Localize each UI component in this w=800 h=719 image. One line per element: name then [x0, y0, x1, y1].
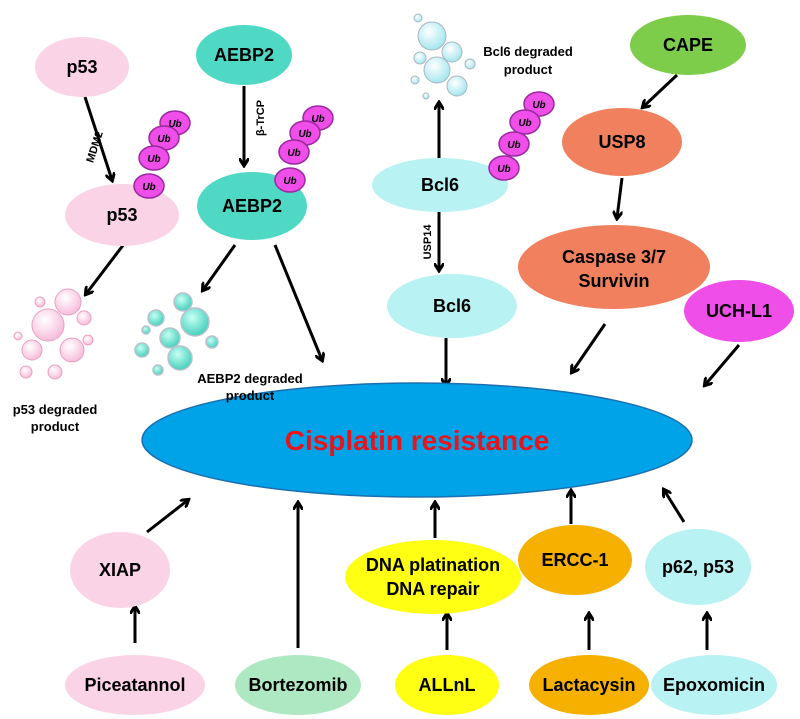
svg-text:Bortezomib: Bortezomib [249, 675, 348, 695]
ubiquitin-chain-bcl6: Ub Ub Ub Ub [488, 91, 555, 181]
svg-text:AEBP2: AEBP2 [214, 45, 274, 65]
svg-text:DNA repair: DNA repair [386, 579, 479, 599]
svg-text:Caspase 3/7: Caspase 3/7 [562, 247, 666, 267]
bcl6-degraded-bubbles [410, 13, 476, 100]
arrow-p53-to-p53 [83, 96, 112, 180]
node-p53-mid: p53 [65, 184, 179, 246]
svg-text:Ub: Ub [311, 114, 324, 125]
svg-text:Ub: Ub [497, 164, 510, 175]
node-usp8: USP8 [562, 108, 682, 176]
node-caspase-survivin: Caspase 3/7 Survivin [518, 225, 710, 309]
usp14-label: USP14 [422, 224, 434, 260]
svg-text:XIAP: XIAP [99, 560, 141, 580]
svg-text:CAPE: CAPE [663, 35, 713, 55]
node-uch-l1: UCH-L1 [684, 280, 794, 342]
arrows [83, 73, 741, 650]
svg-text:Bcl6 degraded: Bcl6 degraded [483, 44, 573, 59]
aebp2-degraded-bubbles [134, 292, 219, 376]
svg-text:Epoxomicin: Epoxomicin [663, 675, 765, 695]
svg-text:ALLnL: ALLnL [419, 675, 476, 695]
svg-text:product: product [226, 388, 275, 403]
svg-text:AEBP2 degraded: AEBP2 degraded [197, 371, 303, 386]
svg-text:AEBP2: AEBP2 [222, 196, 282, 216]
svg-text:p53: p53 [66, 57, 97, 77]
node-allnl: ALLnL [395, 655, 499, 715]
arrow-cape-to-usp8 [643, 73, 679, 107]
svg-text:Ub: Ub [507, 140, 520, 151]
node-bcl6-mid: Bcl6 [387, 274, 517, 338]
svg-text:product: product [504, 62, 553, 77]
node-p62-p53: p62, p53 [645, 529, 751, 605]
arrow-p62-to-cisplatin [664, 490, 686, 523]
node-xiap: XIAP [70, 532, 170, 608]
svg-text:p53: p53 [106, 205, 137, 225]
node-lactacysin: Lactacysin [529, 655, 649, 715]
svg-text:p62, p53: p62, p53 [662, 557, 734, 577]
svg-text:DNA platination: DNA platination [366, 555, 500, 575]
node-dna-platination-repair: DNA platination DNA repair [345, 540, 521, 614]
node-bortezomib: Bortezomib [235, 655, 361, 715]
node-bcl6-top: Bcl6 [372, 158, 508, 212]
arrow-xiap-to-cisplatin [146, 500, 188, 534]
p53-degraded-label: p53 degraded product [13, 402, 98, 434]
node-epoxomicin: Epoxomicin [651, 655, 777, 715]
svg-text:USP8: USP8 [598, 132, 645, 152]
aebp2-degraded-label: AEBP2 degraded product [197, 371, 303, 403]
svg-text:Ub: Ub [168, 119, 181, 130]
svg-text:ERCC-1: ERCC-1 [541, 550, 608, 570]
btrcp-label: β-TrCP [255, 100, 267, 136]
bcl6-degraded-label: Bcl6 degraded product [483, 44, 573, 77]
arrow-aebp2-to-degraded [203, 244, 237, 290]
node-ercc-1: ERCC-1 [518, 525, 632, 595]
svg-text:Ub: Ub [532, 100, 545, 111]
ubiquitin-chain-p53: Ub Ub Ub Ub [133, 110, 191, 199]
svg-text:Ub: Ub [518, 118, 531, 129]
svg-text:Piceatannol: Piceatannol [84, 675, 185, 695]
svg-text:product: product [31, 419, 80, 434]
cisplatin-resistance-ellipse [141, 382, 693, 498]
svg-text:UCH-L1: UCH-L1 [706, 301, 772, 321]
svg-text:Ub: Ub [142, 182, 155, 193]
cisplatin-resistance-label: Cisplatin resistance [285, 425, 550, 456]
node-p53-top: p53 [35, 37, 129, 97]
arrow-uchl1-to-cisplatin [705, 344, 741, 385]
node-piceatannol: Piceatannol [65, 655, 205, 715]
svg-text:Bcl6: Bcl6 [421, 175, 459, 195]
arrow-aebp2-to-cisplatin [273, 244, 322, 360]
arrow-caspase-to-cisplatin [572, 323, 607, 372]
svg-text:Survivin: Survivin [578, 271, 649, 291]
svg-text:Lactacysin: Lactacysin [542, 675, 635, 695]
ubiquitin-chain-aebp2: Ub Ub Ub Ub [274, 105, 334, 193]
p53-degraded-bubbles [13, 288, 94, 380]
svg-text:Ub: Ub [298, 129, 311, 140]
node-cape: CAPE [630, 15, 746, 75]
svg-text:Bcl6: Bcl6 [433, 296, 471, 316]
arrow-usp8-to-caspase [617, 177, 624, 218]
node-aebp2-top: AEBP2 [196, 25, 292, 85]
svg-text:Ub: Ub [147, 154, 160, 165]
svg-text:p53 degraded: p53 degraded [13, 402, 98, 417]
svg-text:Ub: Ub [283, 176, 296, 187]
arrow-p53-to-degraded [86, 243, 126, 294]
svg-text:Ub: Ub [157, 134, 170, 145]
svg-text:Ub: Ub [287, 148, 300, 159]
